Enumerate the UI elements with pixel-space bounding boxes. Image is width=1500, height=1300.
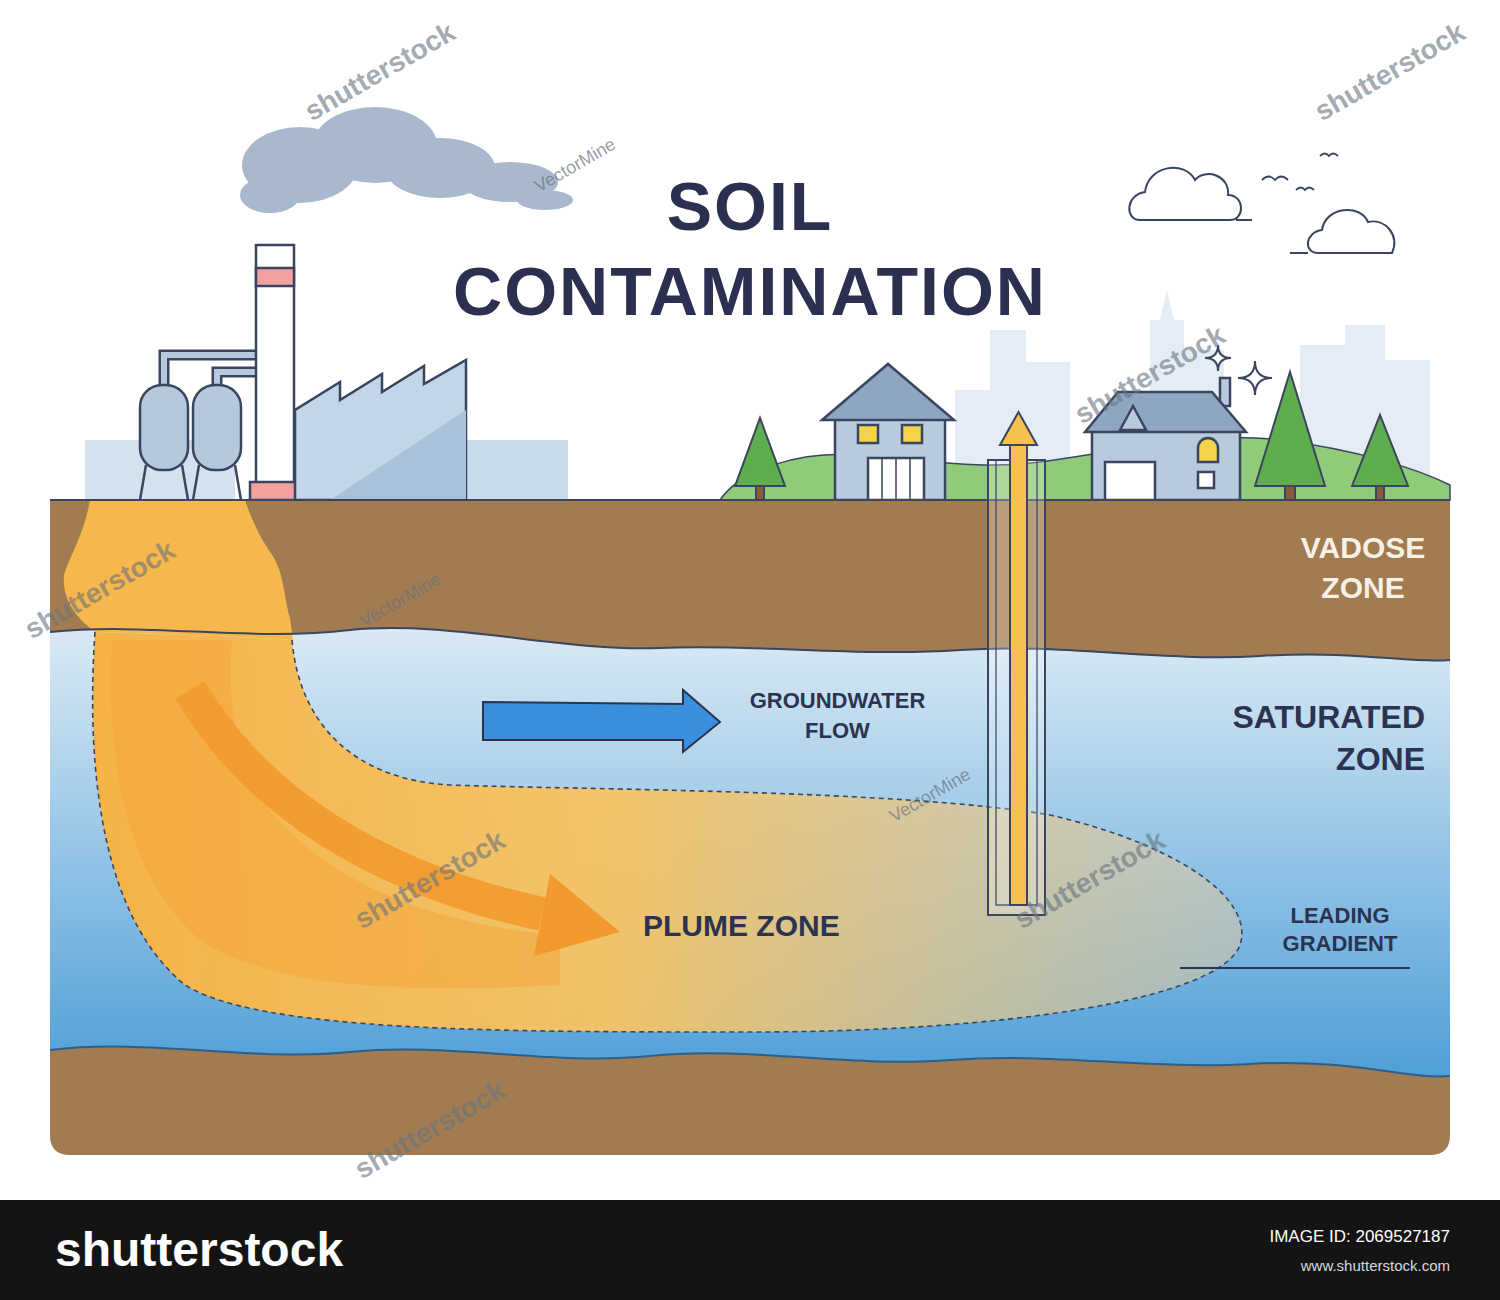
diagram-title: SOIL CONTAMINATION: [410, 164, 1090, 334]
chimney-base: [250, 482, 300, 500]
cloud-dash: [1236, 219, 1252, 221]
house-window: [1198, 472, 1214, 488]
silo-leg: [193, 465, 199, 500]
plume-arrowhead: [534, 874, 620, 956]
groundwater-flow-arrow: [483, 690, 720, 752]
house-dormer: [1120, 406, 1146, 430]
chimney: [256, 245, 294, 500]
well-arrowhead: [1000, 412, 1037, 445]
house-window: [858, 425, 878, 443]
title-slot: SOIL CONTAMINATION: [0, 164, 1500, 334]
smoke-cloud: [240, 107, 573, 213]
garage-lines: [882, 458, 910, 500]
extraction-well: [988, 412, 1045, 915]
gradient-label: LEADING GRADIENT: [1255, 902, 1425, 958]
silo: [140, 385, 188, 470]
brand-logo: shutterstock: [55, 1222, 475, 1278]
ground-surface: [50, 499, 1450, 501]
cloud-outline: [1129, 168, 1241, 220]
zone-label: VADOSE ZONE: [1268, 528, 1458, 608]
zone-label: PLUME ZONE: [643, 908, 840, 944]
label-slot: shutterstock: [55, 1222, 475, 1278]
bird: [1296, 188, 1314, 191]
label-slot: shutterstock: [1282, 1, 1497, 144]
plume-boundary: [93, 632, 1242, 1032]
cloud-outline: [1308, 210, 1394, 253]
garage-door: [868, 458, 924, 500]
water-table-line: [50, 628, 1450, 661]
ground-section: [50, 500, 1450, 1160]
garage-door: [1105, 462, 1155, 500]
contaminant-plume: [93, 632, 1242, 1032]
flow-label: GROUNDWATER FLOW: [725, 686, 950, 746]
leader-line: [1180, 967, 1410, 969]
label-slot: www.shutterstock.com: [1100, 1256, 1450, 1276]
sparkle: [1238, 361, 1272, 395]
factory: [140, 245, 466, 500]
silo-leg: [140, 465, 146, 500]
saturated-layer: [50, 628, 1450, 1076]
tree-crown: [1352, 415, 1408, 486]
birds: [1262, 154, 1338, 191]
skyline-spire: [1160, 290, 1174, 320]
label-slot: LEADING GRADIENT: [1255, 902, 1425, 958]
pipe-outline: [217, 372, 258, 385]
house-window: [1198, 438, 1218, 462]
label-slot: IMAGE ID: 2069527187: [1100, 1226, 1450, 1248]
soil-layer: [50, 500, 1450, 1160]
house-window: [902, 425, 922, 443]
chimney-band: [256, 268, 294, 286]
pipe: [164, 355, 258, 385]
contaminant-spill: [64, 500, 293, 640]
factory-building: [295, 360, 466, 500]
house-wall: [835, 415, 945, 500]
plume-core: [111, 640, 560, 988]
silo: [193, 385, 241, 470]
label-slot: GROUNDWATER FLOW: [725, 686, 950, 746]
sky-clouds: [1129, 168, 1394, 253]
silo-leg: [235, 465, 241, 500]
house: [822, 364, 954, 500]
house-wall: [1092, 428, 1240, 500]
footer-bar: [0, 1200, 1500, 1300]
watermark-text: shutterstock: [1282, 1, 1497, 144]
plume-zone-area: PLUME ZONE: [590, 893, 920, 959]
silo-leg: [182, 465, 188, 500]
pipe-outline: [164, 355, 258, 385]
source-url: www.shutterstock.com: [1100, 1256, 1450, 1276]
green-hill: [720, 437, 1450, 500]
bird: [1262, 177, 1288, 181]
zone-label: SATURATED ZONE: [1195, 696, 1425, 780]
factory-shade: [330, 410, 466, 500]
tree-crown: [1255, 372, 1325, 486]
aquifer-base-line: [50, 1047, 1450, 1077]
bird: [1320, 154, 1338, 157]
pipe: [217, 372, 258, 385]
trees: [735, 372, 1408, 500]
tree-crown: [735, 418, 785, 486]
well-arrow-shaft: [1010, 440, 1027, 905]
image-id: IMAGE ID: 2069527187: [1100, 1226, 1450, 1248]
smoke-puff: [240, 177, 300, 213]
vadose-zone-band: VADOSE ZONE: [50, 500, 1458, 635]
house-roof: [822, 364, 954, 420]
cloud-dash: [1290, 252, 1308, 254]
